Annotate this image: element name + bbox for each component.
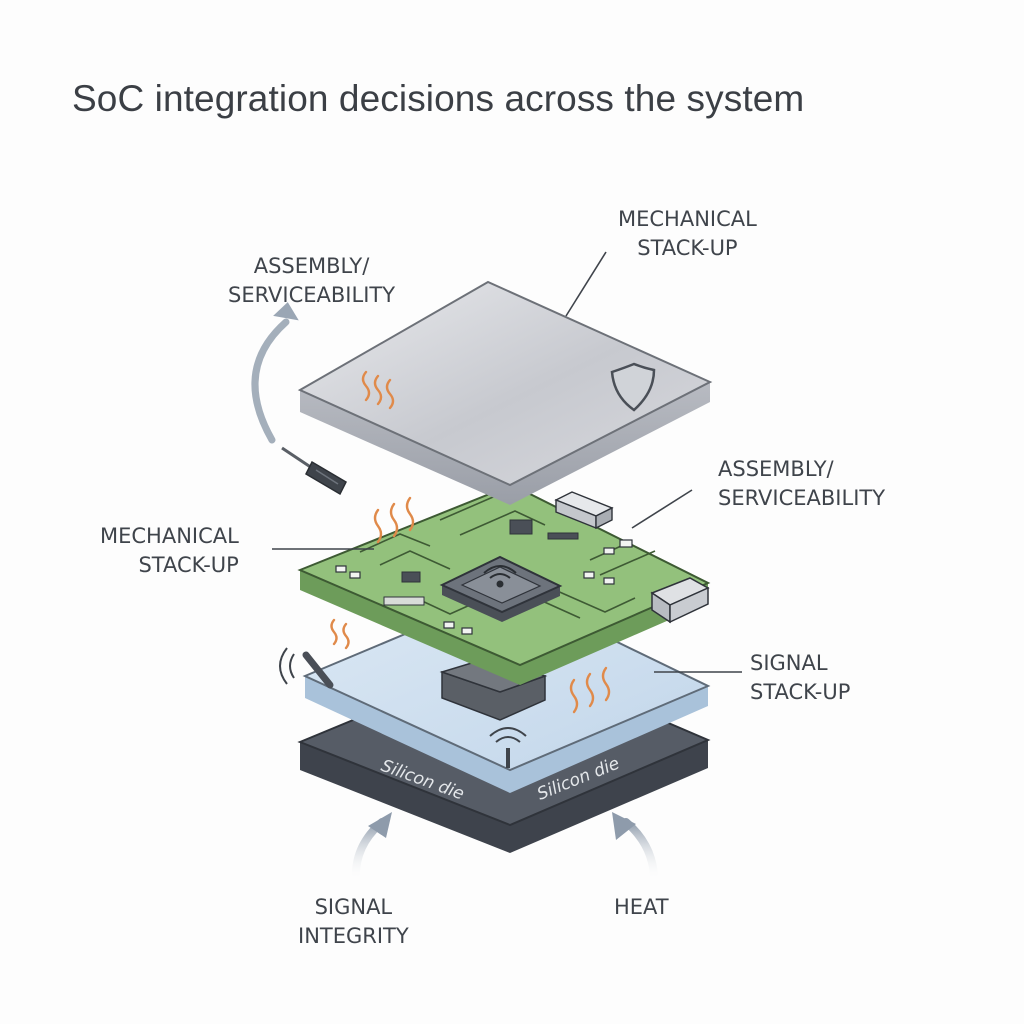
curved-arrow-icon — [251, 302, 299, 444]
screwdriver-icon — [281, 446, 347, 496]
soc-chip — [439, 555, 563, 622]
die-edge — [300, 740, 708, 853]
curved-arrow-icon — [612, 812, 658, 884]
label-line: STACK-UP — [637, 236, 738, 260]
heat-wave-icon — [330, 370, 611, 714]
label-assembly-serviceability-top: ASSEMBLY/ SERVICEABILITY — [228, 252, 395, 310]
pcb-components — [335, 539, 633, 635]
lid-layer — [297, 280, 713, 505]
label-line: STACK-UP — [750, 680, 851, 704]
curved-arrow-icon — [351, 812, 392, 884]
leader-assembly-right — [631, 489, 693, 529]
label-line: ASSEMBLY/ — [718, 457, 834, 481]
leader-lines — [272, 251, 742, 673]
label-mechanical-stackup-left: MECHANICAL STACK-UP — [100, 522, 239, 580]
label-line: STACK-UP — [138, 553, 239, 577]
wireless-icon — [483, 565, 517, 588]
antenna-icon — [279, 647, 334, 689]
label-line: SERVICEABILITY — [718, 486, 886, 510]
label-line: SIGNAL — [750, 651, 828, 675]
side-port — [650, 577, 710, 624]
label-signal-stackup: SIGNAL STACK-UP — [750, 649, 850, 707]
label-mechanical-stackup-top: MECHANICAL STACK-UP — [618, 205, 757, 263]
leader-mechanical-top — [565, 251, 607, 317]
lid-top — [297, 280, 713, 487]
label-line: ASSEMBLY/ — [253, 254, 370, 278]
label-line: SERVICEABILITY — [228, 283, 396, 307]
label-line: MECHANICAL — [618, 207, 757, 231]
rear-connector — [554, 491, 614, 530]
pcb-layer — [297, 483, 711, 685]
label-line: SIGNAL — [314, 895, 393, 919]
label-heat: HEAT — [614, 895, 669, 919]
pcb-edge — [300, 570, 708, 685]
label-line: INTEGRITY — [298, 924, 409, 948]
shield-icon — [610, 362, 656, 412]
lid-edge — [300, 382, 710, 505]
label-line: MECHANICAL — [100, 524, 239, 548]
label-assembly-serviceability-right: ASSEMBLY/ SERVICEABILITY — [718, 455, 885, 513]
pcb-ic — [383, 519, 579, 606]
label-signal-integrity: SIGNAL INTEGRITY — [298, 893, 409, 951]
page-title: SoC integration decisions across the sys… — [72, 78, 805, 119]
thermal-edge — [305, 676, 708, 793]
wireless-icon — [489, 727, 527, 768]
